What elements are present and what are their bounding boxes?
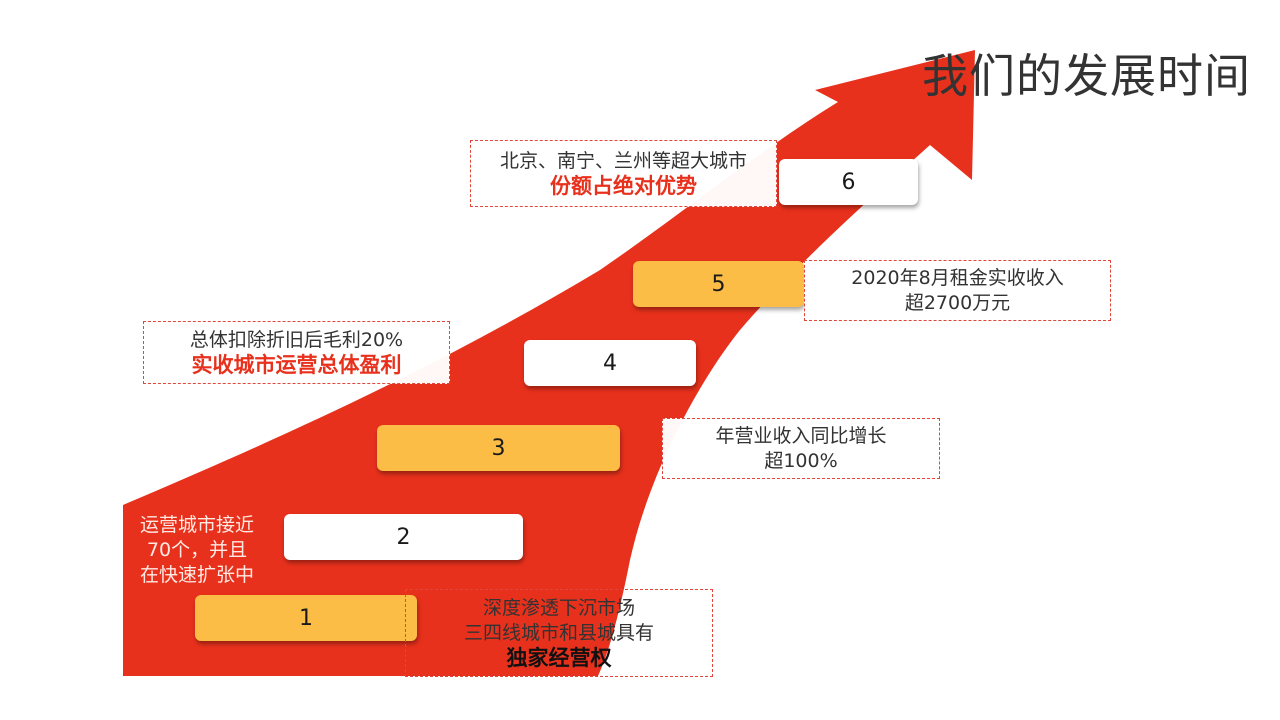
step-4-note-highlight: 实收城市运营总体盈利 [191,352,402,377]
step-1-note-line2: 三四线城市和县城具有 [463,621,654,644]
step-3-note: 年营业收入同比增长 超100% [662,418,940,479]
step-4-note: 总体扣除折旧后毛利20% 实收城市运营总体盈利 [143,321,450,384]
step-3-label: 3 [491,435,506,461]
step-4-label: 4 [603,350,617,376]
step-2-note: 运营城市接近 70个，并且 在快速扩张中 [122,513,272,588]
step-2-box: 2 [284,514,523,560]
step-1-note-highlight: 独家经营权 [506,645,612,670]
step-2-note-line3: 在快速扩张中 [139,564,254,586]
step-6-label: 6 [841,169,856,195]
step-2-note-line2: 70个，并且 [146,539,248,561]
step-5-note-line2: 超2700万元 [904,291,1011,314]
step-6-box: 6 [779,159,918,205]
step-6-note-highlight: 份额占绝对优势 [550,173,697,198]
step-2-note-line1: 运营城市接近 [139,514,254,536]
step-3-note-line2: 超100% [764,449,838,472]
step-5-box: 5 [633,261,804,307]
step-1-box: 1 [195,595,417,641]
step-1-note: 深度渗透下沉市场 三四线城市和县城具有 独家经营权 [405,589,713,677]
step-6-note-line1: 北京、南宁、兰州等超大城市 [499,149,747,172]
step-5-note-line1: 2020年8月租金实收收入 [851,266,1064,289]
step-5-label: 5 [711,271,726,297]
step-3-note-line1: 年营业收入同比增长 [715,424,887,447]
step-2-label: 2 [396,524,411,550]
step-4-note-line1: 总体扣除折旧后毛利20% [189,328,404,351]
page-title: 我们的发展时间 [922,49,1251,103]
step-6-note: 北京、南宁、兰州等超大城市 份额占绝对优势 [470,140,777,207]
step-3-box: 3 [377,425,620,471]
step-4-box: 4 [524,340,696,386]
step-5-note: 2020年8月租金实收收入 超2700万元 [804,260,1111,321]
step-1-note-line1: 深度渗透下沉市场 [482,596,635,619]
step-1-label: 1 [299,605,313,631]
